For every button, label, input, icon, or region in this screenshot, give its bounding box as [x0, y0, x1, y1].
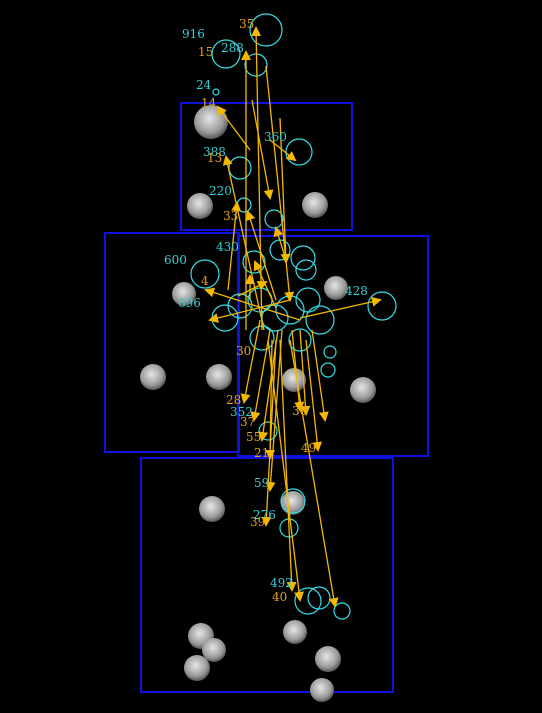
frame-label: 37 [240, 415, 255, 429]
arrow [251, 26, 263, 331]
detection-circle [290, 245, 316, 271]
blob [324, 276, 348, 300]
frame-label: 14 [201, 96, 217, 110]
arrow [305, 339, 323, 452]
track-id-label: 24 [196, 78, 212, 92]
track-id-label: 696 [178, 296, 201, 310]
blob [184, 655, 210, 681]
track-id-label: 388 [203, 145, 226, 159]
arrow [237, 281, 268, 297]
frame-label: 28 [226, 393, 241, 407]
orange-labels: 35 15 14 13 33 4 28 37 30 55 21 39 40 49… [198, 17, 316, 604]
arrow [289, 339, 339, 608]
arrow [299, 296, 382, 319]
arrow [291, 329, 305, 412]
track-id-label: 352 [230, 405, 253, 419]
frame-label: 40 [272, 590, 287, 604]
arrow [279, 339, 297, 592]
arrow [311, 329, 329, 422]
detection-circle [249, 13, 283, 47]
arrow [267, 339, 304, 602]
track-id-label: 276 [253, 508, 276, 522]
frame-label: 55 [246, 430, 261, 444]
detection-circle [295, 259, 317, 281]
arrow [245, 210, 277, 301]
blob [194, 105, 228, 139]
panel-top [180, 102, 353, 231]
track-id-label: 220 [209, 184, 232, 198]
cyan-labels: 916 288 24 388 360 220 430 600 696 428 3… [164, 27, 368, 590]
arrow [269, 139, 297, 162]
frame-label: 30 [292, 404, 307, 418]
detection-circles [190, 13, 397, 620]
blob [140, 364, 166, 390]
detection-circle [280, 488, 306, 514]
blob [350, 377, 376, 403]
arrow [240, 319, 261, 404]
detection-circle [323, 345, 337, 359]
arrow [222, 155, 265, 331]
track-id-label: 360 [264, 130, 287, 144]
arrow [279, 117, 291, 264]
detection-circle [211, 39, 241, 69]
blob [310, 678, 334, 702]
trajectory-arrows [204, 26, 382, 608]
detection-circle [333, 602, 351, 620]
frame-label: 21 [254, 446, 269, 460]
detection-circle [305, 305, 335, 335]
track-id-label: 916 [182, 27, 205, 41]
arrow [216, 105, 251, 151]
blob [281, 491, 305, 515]
track-id-label: 600 [164, 253, 187, 267]
track-id-label: 428 [345, 284, 368, 298]
panels [104, 102, 429, 693]
blob [302, 192, 328, 218]
detection-circle [227, 293, 253, 319]
frame-label: 13 [207, 151, 222, 165]
track-id-label: 492 [270, 576, 293, 590]
frame-label: 30 [236, 344, 251, 358]
frame-label: 33 [223, 209, 238, 223]
blob [199, 496, 225, 522]
arrow [250, 329, 271, 422]
arrow [208, 299, 291, 323]
track-id-label: 59 [254, 476, 269, 490]
arrow [273, 226, 287, 261]
blob [172, 282, 196, 306]
track-id-label: 430 [216, 240, 239, 254]
detection-circle [320, 362, 336, 378]
track-id-label: 288 [221, 41, 244, 55]
blob [283, 620, 307, 644]
frame-label: 39 [250, 515, 265, 529]
frame-label: 35 [239, 17, 254, 31]
blob [202, 638, 226, 662]
arrow [204, 287, 301, 321]
detection-circle [367, 291, 397, 321]
detection-circle [242, 250, 266, 274]
blob-layer [140, 105, 376, 702]
arrow [227, 201, 242, 291]
blob [282, 368, 306, 392]
frame-label: 4 [201, 274, 209, 288]
arrow [251, 99, 274, 200]
frame-label: 49 [301, 441, 316, 455]
arrow [261, 339, 277, 527]
detection-circle [288, 328, 312, 352]
blob [187, 193, 213, 219]
frame-label: 15 [198, 45, 213, 59]
detection-circle [212, 88, 220, 96]
blob [206, 364, 232, 390]
panel-middle-right [237, 235, 429, 457]
arrow [299, 329, 311, 416]
blob [315, 646, 341, 672]
